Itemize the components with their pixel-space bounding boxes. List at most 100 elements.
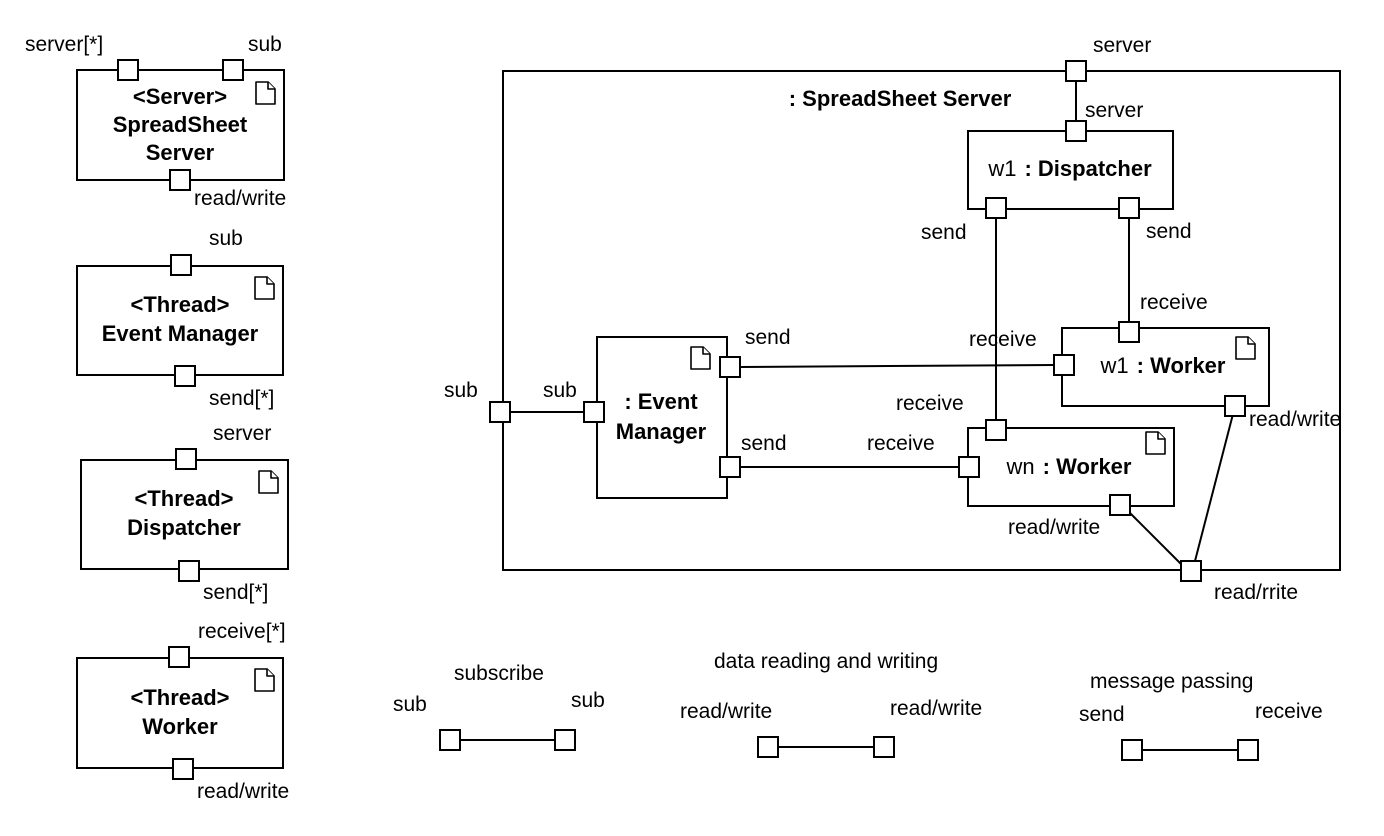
connector-legend-left-label: send [1079, 703, 1125, 726]
server-port-readwrite [169, 169, 191, 191]
composite-port-server-label: server [1093, 34, 1151, 57]
worker1-part-port-readwrite [1224, 395, 1246, 417]
connector-legend-left-label: read/write [680, 700, 772, 723]
workern-part-instance: wn [1006, 454, 1035, 479]
worker1-part-port-receive-top-label: receive [1140, 291, 1208, 314]
worker1-part-port-readwrite-label: read/write [1249, 408, 1341, 431]
connector-legend-left-port [1121, 739, 1143, 761]
connector-legend-left-label: sub [393, 693, 427, 716]
worker1-part-port-receive-left-label: receive [969, 328, 1037, 351]
composite-port-sub-label: sub [444, 379, 478, 402]
event-manager-part-port-sub-label: sub [543, 379, 577, 402]
workern-part-port-receive-top [985, 419, 1007, 441]
dispatcher-port-server [175, 448, 197, 470]
worker-component: <Thread> Worker receive[*] read/write [76, 620, 289, 803]
dispatcher-part: w1 : Dispatcher [967, 130, 1174, 210]
composite-port-readwrite [1180, 560, 1202, 582]
event-manager-part: : Event Manager [596, 336, 728, 499]
connector-legend-left-port [757, 736, 779, 758]
document-icon [254, 276, 275, 300]
connector-legend-right-label: read/write [890, 697, 982, 720]
workern-part-port-receive-top-label: receive [896, 392, 964, 415]
dispatcher-component: <Thread> Dispatcher server send[*] [80, 422, 289, 604]
connector-legend-title: subscribe [454, 662, 544, 685]
worker1-part: w1 : Worker [1061, 327, 1270, 407]
server-component-stereotype: <Server> [133, 84, 227, 109]
dispatcher-name: Dispatcher [127, 515, 241, 540]
document-icon [690, 346, 711, 370]
dispatcher-port-send-label: send[*] [203, 581, 268, 604]
spreadsheet-server-composite: : SpreadSheet Server w1 : Dispatcher : Ev… [444, 34, 1341, 604]
dispatcher-stereotype: <Thread> [134, 486, 233, 511]
connector-legend-right-label: sub [571, 689, 605, 712]
connector-legend-title: data reading and writing [714, 650, 938, 673]
dispatcher-part-port-send-right [1118, 197, 1140, 219]
server-port-sub [222, 59, 244, 81]
worker1-part-port-receive-left [1053, 354, 1075, 376]
event-manager-part-port-send-top [719, 356, 741, 378]
worker-port-receive [168, 646, 190, 668]
worker1-part-instance: w1 [1100, 353, 1129, 378]
workern-part-type: : Worker [1043, 454, 1132, 479]
dispatcher-part-port-server [1065, 120, 1087, 142]
event-manager-port-sub-label: sub [209, 227, 243, 250]
event-manager-part-line1: : Event [624, 389, 698, 414]
document-icon [1145, 431, 1166, 455]
workern-part-port-readwrite [1109, 494, 1131, 516]
dispatcher-part-port-send-right-label: send [1146, 220, 1192, 243]
workern-part-label: wn : Worker [1006, 454, 1132, 479]
event-manager-part-port-send-bottom-label: send [741, 432, 787, 455]
dispatcher-part-port-send-left-label: send [921, 221, 967, 244]
worker1-part-label: w1 : Worker [1100, 353, 1226, 378]
event-manager-part-line2: Manager [616, 419, 707, 444]
dispatcher-part-type: : Dispatcher [1024, 156, 1152, 181]
server-component-name-line1: SpreadSheet [113, 112, 248, 137]
connector-legend-right-port [554, 729, 576, 751]
connector-worker1-readwrite [1194, 413, 1234, 562]
document-icon [254, 668, 275, 692]
worker-stereotype: <Thread> [130, 685, 229, 710]
connector-legend-left-port [439, 729, 461, 751]
event-manager-component: <Thread> Event Manager sub send[*] [76, 227, 284, 410]
worker-port-readwrite [172, 758, 194, 780]
server-port-server-label: server[*] [25, 33, 103, 56]
event-manager-stereotype: <Thread> [130, 292, 229, 317]
event-manager-port-send [174, 365, 196, 387]
workern-part-port-readwrite-label: read/write [1008, 516, 1100, 539]
composite-port-sub [489, 401, 511, 423]
dispatcher-port-send [178, 560, 200, 582]
event-manager-part-port-sub [583, 401, 605, 423]
connector-legend-right-port [873, 736, 895, 758]
dispatcher-part-port-server-label: server [1085, 99, 1143, 122]
event-manager-part-port-send-top-label: send [745, 326, 791, 349]
connector-legend-right-port [1237, 739, 1259, 761]
connector-workern-readwrite [1129, 512, 1184, 567]
server-port-server [117, 59, 139, 81]
worker1-part-port-receive-top [1118, 321, 1140, 343]
connector-legend-title: message passing [1090, 670, 1253, 693]
dispatcher-part-instance: w1 [987, 156, 1016, 181]
composite-port-readwrite-label: read/rrite [1214, 581, 1298, 604]
connector-legend-data-reading-writing: data reading and writing read/write read… [680, 650, 982, 758]
event-manager-part-port-send-bottom [719, 456, 741, 478]
document-icon [255, 81, 276, 105]
composite-title: : SpreadSheet Server [789, 86, 1012, 111]
connector-eventmanager-to-worker1 [739, 364, 1055, 368]
connector-legend-right-label: receive [1255, 700, 1323, 723]
server-component-name-line2: Server [146, 140, 215, 165]
event-manager-port-send-label: send[*] [209, 387, 274, 410]
connector-legend-subscribe: subscribe sub sub [393, 662, 605, 751]
connector-legend-message-passing: message passing send receive [1079, 670, 1323, 761]
worker1-part-type: : Worker [1137, 353, 1226, 378]
worker-name: Worker [142, 714, 218, 739]
document-icon [1235, 336, 1256, 360]
document-icon [258, 470, 279, 494]
worker-port-readwrite-label: read/write [197, 780, 289, 803]
dispatcher-part-port-send-left [985, 197, 1007, 219]
dispatcher-part-label: w1 : Dispatcher [987, 156, 1152, 181]
composite-port-server [1065, 60, 1087, 82]
event-manager-port-sub [170, 254, 192, 276]
workern-part-port-receive-left [958, 456, 980, 478]
server-port-sub-label: sub [248, 33, 282, 56]
